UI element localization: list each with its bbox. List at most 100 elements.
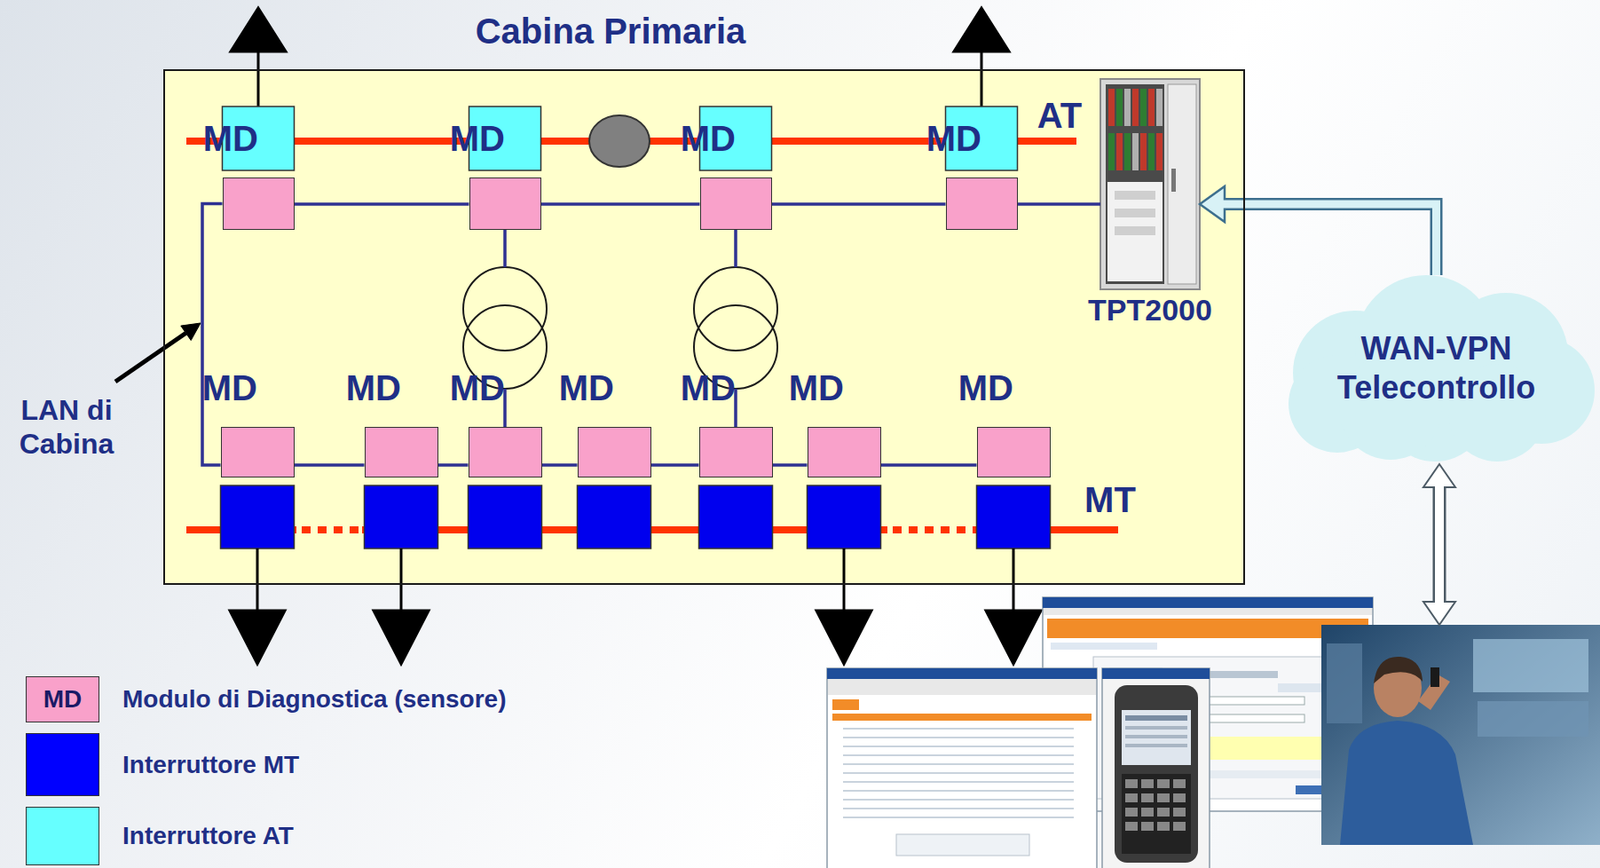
rtu-cabinet-node: TPT2000 [1100, 78, 1200, 290]
rtu-cabinet [1156, 88, 1163, 127]
lan-cable [202, 204, 223, 466]
callout-leader [115, 332, 187, 382]
bus-label: MT [1084, 478, 1136, 521]
hv-line-arrow [230, 7, 286, 52]
lan-cable [294, 202, 470, 206]
lan-cable [294, 463, 365, 467]
screenshot-window [843, 754, 1074, 757]
diagnostic-module: MD [220, 426, 295, 478]
rtu-cabinet [1100, 78, 1200, 290]
lan-cable [881, 463, 978, 467]
mv-feeder-arrow [400, 548, 403, 613]
operator-photo [1477, 701, 1589, 737]
lan-link [772, 465, 808, 466]
lan-cable [651, 463, 700, 467]
rtu-cabinet [1167, 84, 1197, 284]
operator-photo [1321, 624, 1600, 845]
legend-swatch [25, 733, 100, 797]
smartphone-image [1125, 743, 1188, 748]
screenshot-window [827, 668, 1097, 868]
mv-feeder-arrow [256, 548, 260, 613]
cloud-shape [1275, 275, 1598, 462]
lan-link [881, 465, 978, 466]
rtu-cabinet [1108, 133, 1115, 171]
lan-link [294, 204, 470, 205]
screenshot-window [827, 668, 1097, 868]
link-double-arrow [1423, 464, 1456, 625]
link-double-arrow [1434, 483, 1444, 606]
lan-link [438, 465, 469, 466]
smartphone-image [1141, 807, 1154, 817]
legend-text: Interruttore MT [122, 750, 300, 780]
module-label: MD [958, 367, 1014, 409]
smartphone-image [1125, 725, 1188, 730]
legend-entry: Interruttore AT [25, 806, 294, 866]
screenshot-window [1047, 618, 1369, 639]
smartphone-image [1125, 807, 1138, 817]
smartphone-image [1157, 793, 1170, 803]
mv-breaker [699, 485, 773, 549]
callout-leader [115, 323, 201, 382]
rtu-cabinet [1108, 88, 1115, 127]
module-label: MD [680, 118, 736, 159]
screenshot-window [843, 745, 1074, 748]
smartphone-image [1173, 793, 1186, 803]
mv-feeder-arrow [1012, 548, 1016, 613]
module-label: MD [203, 118, 259, 159]
operator-photo [1321, 624, 1600, 845]
rtu-cabinet [1171, 168, 1176, 192]
callout-label: LAN di Cabina [8, 393, 125, 462]
diagnostic-module: MD [977, 426, 1051, 478]
screenshot-window [843, 798, 1074, 801]
screenshot-window [843, 807, 1074, 810]
hv-line-arrow [257, 49, 261, 107]
mv-breaker [468, 485, 543, 549]
screenshot-window [832, 713, 1092, 721]
lan-cable [772, 202, 946, 206]
module-label: MD [202, 367, 258, 409]
smartphone-image [1141, 821, 1154, 831]
operator-photo [1373, 656, 1423, 684]
rtu-cabinet [1105, 84, 1165, 284]
module-label: MD [680, 367, 736, 409]
legend-entry: Interruttore MT [25, 733, 300, 797]
module-label: MD [449, 118, 505, 159]
lan-link [541, 204, 701, 205]
rtu-cabinet [1107, 181, 1163, 282]
mv-breaker [220, 485, 1051, 549]
module-label: MD [788, 367, 844, 409]
bus-coupler [589, 115, 650, 167]
mv-feeder-arrow [229, 548, 1041, 664]
smartphone-image [1102, 668, 1210, 679]
diagnostic-module: MD [700, 177, 773, 230]
hv-breaker [222, 106, 1018, 171]
mv-feeder-arrow [816, 610, 872, 664]
operator-photo [1339, 720, 1474, 845]
transformer-symbol [463, 267, 547, 351]
rtu-cabinet [1156, 133, 1163, 171]
lan-link [542, 465, 578, 466]
rtu-cabinet [1114, 208, 1156, 218]
module-label: MD [559, 367, 615, 409]
diagnostic-module: MD [364, 426, 439, 478]
link-fill [1221, 204, 1437, 276]
transformer-symbol [693, 267, 778, 351]
screenshot-window [1050, 642, 1158, 650]
lan-link [294, 465, 365, 466]
smartphone-image [1125, 715, 1188, 721]
module-label: MD [346, 367, 402, 409]
mv-feeder-arrow [985, 610, 1041, 664]
smartphone-image [1173, 821, 1186, 831]
diagnostic-module: MD [469, 177, 542, 230]
screenshot-window [1043, 607, 1372, 615]
rtu-cabinet [1116, 88, 1123, 127]
screenshot-window [827, 668, 1097, 679]
lan-cable [772, 463, 808, 467]
rtu-cabinet [1114, 226, 1156, 236]
rtu-cabinet [1100, 78, 1200, 290]
mv-breaker [364, 485, 439, 549]
rtu-cabinet [1132, 133, 1139, 171]
smartphone-image [1157, 821, 1170, 831]
smartphone-image [1173, 779, 1186, 789]
lan-cable [1017, 202, 1102, 206]
